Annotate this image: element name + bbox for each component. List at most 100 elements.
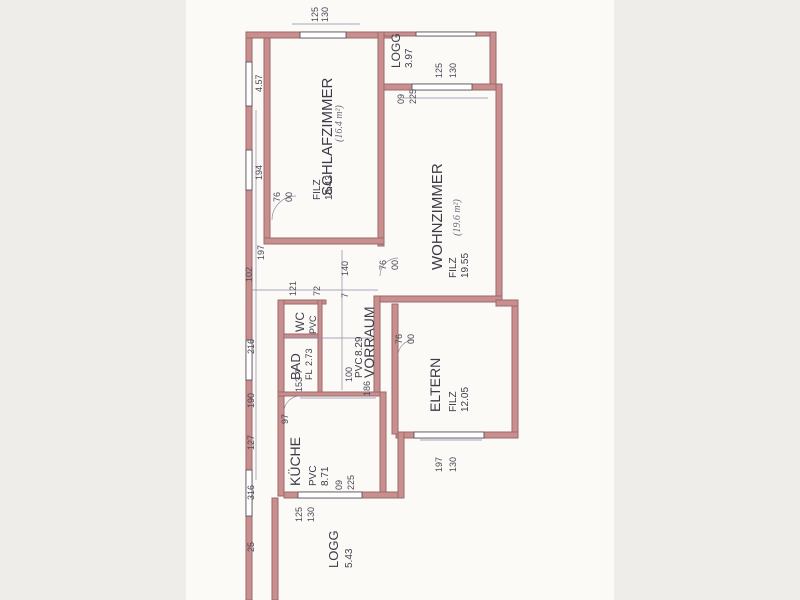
dim-logg-top-a: 125 <box>434 63 444 78</box>
room-bad: BAD FL 2.73 <box>288 348 314 380</box>
room-schlafzimmer: SCHLAFZIMMER FILZ 16.43 (16.4 m²) <box>312 77 345 200</box>
right-margin <box>614 0 800 600</box>
room-name-bad: BAD <box>288 353 303 380</box>
dim-bad-153: 153 <box>294 377 304 392</box>
wall-logg-right <box>489 31 497 85</box>
room-note-wohnzimmer: (19.6 m²) <box>452 198 463 236</box>
dim-left-25: 25 <box>246 542 256 552</box>
wall-eltern-right <box>511 299 519 437</box>
wall-kitchen-right <box>379 391 387 497</box>
room-area-vorraum: 8.29 <box>354 336 365 356</box>
walls <box>245 31 519 600</box>
dim-kueche-97: 97 <box>280 414 290 424</box>
dim-bad-7: 7 <box>294 369 304 374</box>
room-name-eltern: ELTERN <box>427 358 443 412</box>
room-logg-top: LOGG 3.97 <box>389 33 415 68</box>
room-wohnzimmer: WOHNZIMMER FILZ 19.55 (19.6 m²) <box>429 163 471 278</box>
dim-vor-186: 186 <box>362 381 372 396</box>
dim-left-194: 194 <box>254 165 264 180</box>
dimension-lines <box>252 23 488 480</box>
room-name-logg-top: LOGG <box>389 33 403 68</box>
dim-eltern-win-b: 130 <box>448 457 458 472</box>
dimension-labels: 125 130 125 130 09 225 4.57 194 76 00 10… <box>244 7 458 552</box>
room-name-logg-bottom: LOGG <box>326 530 341 568</box>
dim-left-190: 190 <box>246 393 256 408</box>
dim-eltern-door-b: 00 <box>406 334 416 344</box>
dim-wohn-door-a: 76 <box>378 260 388 270</box>
room-floor-schlafzimmer: FILZ <box>312 179 323 200</box>
dim-wc-121: 121 <box>288 281 298 296</box>
room-logg-bottom: LOGG 5.43 <box>326 530 355 568</box>
wall-wc-top <box>283 299 327 305</box>
left-margin <box>0 0 186 600</box>
dim-logg-top-b: 130 <box>448 63 458 78</box>
window-bedroom <box>299 31 347 39</box>
room-name-vorraum: VORRAUM <box>361 306 377 378</box>
room-kueche: KÜCHE PVC 8.71 <box>286 437 331 486</box>
window-left-upper <box>245 61 253 107</box>
room-name-wohnzimmer: WOHNZIMMER <box>429 163 446 270</box>
room-area-bad: 2.73 <box>304 348 314 366</box>
wall-living-bottom <box>375 295 503 303</box>
window-left-mid <box>245 149 253 191</box>
dim-left-216: 216 <box>246 339 256 354</box>
wall-bedroom-left <box>263 37 271 245</box>
room-note-schlafzimmer: (16.4 m²) <box>334 104 345 142</box>
window-left-low <box>245 339 253 381</box>
room-area-logg-top: 3.97 <box>404 48 415 68</box>
room-vorraum: VORRAUM PVC 8.29 <box>354 306 377 378</box>
dim-wc-72: 72 <box>312 286 322 296</box>
room-floor-wc: PVC <box>308 315 318 334</box>
dim-vorraum-7: 7 <box>340 293 350 298</box>
room-floor-wohnzimmer: FILZ <box>448 257 459 278</box>
room-name-wc: WC <box>293 312 307 332</box>
window-logg-top <box>415 31 477 37</box>
wall-eltern-left <box>391 303 399 435</box>
wall-wet-left <box>277 299 285 497</box>
dim-schlaf-door-b: 00 <box>284 192 294 202</box>
dim-logg-bot-b: 130 <box>306 507 316 522</box>
window-kitchen <box>297 491 363 499</box>
wall-bedroom-living <box>377 31 385 247</box>
dim-eltern-win-a: 197 <box>434 457 444 472</box>
room-eltern: ELTERN FILZ 12.05 <box>427 358 471 412</box>
room-name-kueche: KÜCHE <box>286 437 303 486</box>
dim-vor-100: 100 <box>344 367 354 382</box>
dim-logg-top-c: 09 <box>396 94 406 104</box>
room-area-schlafzimmer: 16.43 <box>324 175 335 200</box>
dim-left-102: 102 <box>244 267 254 282</box>
dim-logg-bot-a: 125 <box>294 507 304 522</box>
room-area-logg-bottom: 5.43 <box>344 548 355 568</box>
dim-kueche-225: 225 <box>346 475 356 490</box>
room-floor-bad: FL <box>304 369 314 380</box>
dim-eltern-door-a: 76 <box>394 334 404 344</box>
room-area-eltern: 12.05 <box>460 387 471 412</box>
dim-schlaf-door-a: 76 <box>272 192 282 202</box>
room-area-kueche: 8.71 <box>320 466 331 486</box>
room-name-schlafzimmer: SCHLAFZIMMER <box>319 77 336 196</box>
room-floor-kueche: PVC <box>308 465 319 486</box>
window-eltern <box>413 431 485 439</box>
dim-top-window-b: 130 <box>320 7 330 22</box>
dim-logg-top-d: 225 <box>408 89 418 104</box>
wall-logg-bottom-left <box>271 497 279 600</box>
wall-eltern-step <box>495 299 519 307</box>
dim-kueche-09: 09 <box>334 480 344 490</box>
wall-kitchen-step <box>397 431 405 499</box>
dim-left-197: 197 <box>256 245 266 260</box>
dim-vorraum-140: 140 <box>340 261 350 276</box>
dim-top-window-a: 125 <box>310 7 320 22</box>
dim-left-457: 4.57 <box>254 74 264 92</box>
window-living <box>411 83 473 91</box>
wall-wet-right <box>317 299 323 395</box>
room-area-wohnzimmer: 19.55 <box>460 253 471 278</box>
wall-bedroom-bottom <box>263 237 385 245</box>
room-wc: WC PVC <box>293 312 318 334</box>
windows <box>245 31 485 517</box>
window-left-bottom <box>245 469 253 517</box>
dim-wohn-door-b: 00 <box>390 260 400 270</box>
dim-left-127: 127 <box>246 435 256 450</box>
room-floor-vorraum: PVC <box>354 357 365 378</box>
